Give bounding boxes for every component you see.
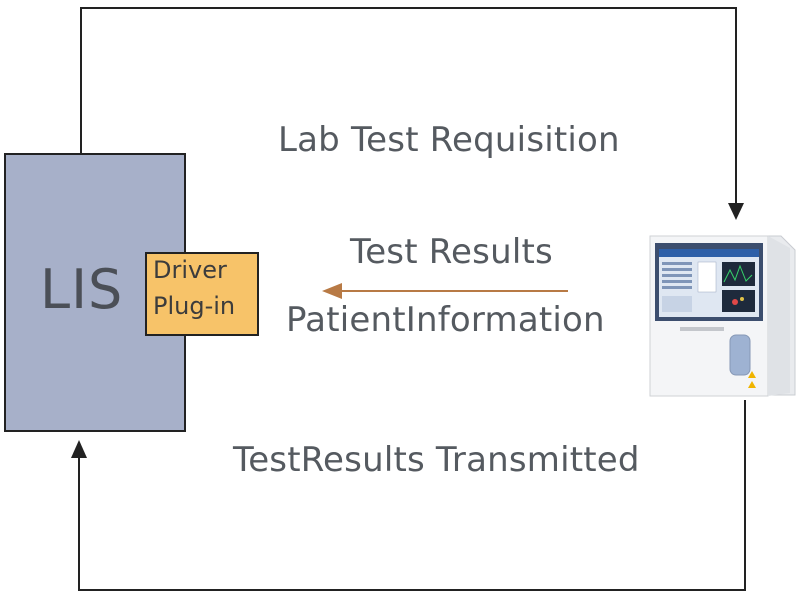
transmitted-label: TestResults Transmitted — [233, 440, 640, 480]
requisition-connector — [80, 7, 737, 205]
plugin-label-line1: Driver — [153, 256, 227, 284]
patient-information-label: PatientInformation — [286, 300, 605, 340]
requisition-label: Lab Test Requisition — [278, 120, 620, 160]
driver-plugin-box — [145, 252, 259, 336]
transmit-connector — [78, 400, 746, 591]
plugin-label-line2: Plug-in — [153, 292, 236, 320]
lis-system-box — [4, 153, 186, 432]
analyzer-icon — [649, 235, 796, 397]
results-arrowhead — [322, 283, 342, 299]
lis-title: LIS — [40, 258, 124, 321]
test-results-label: Test Results — [350, 232, 553, 272]
transmit-arrowhead — [71, 440, 87, 458]
requisition-arrowhead — [728, 203, 744, 220]
